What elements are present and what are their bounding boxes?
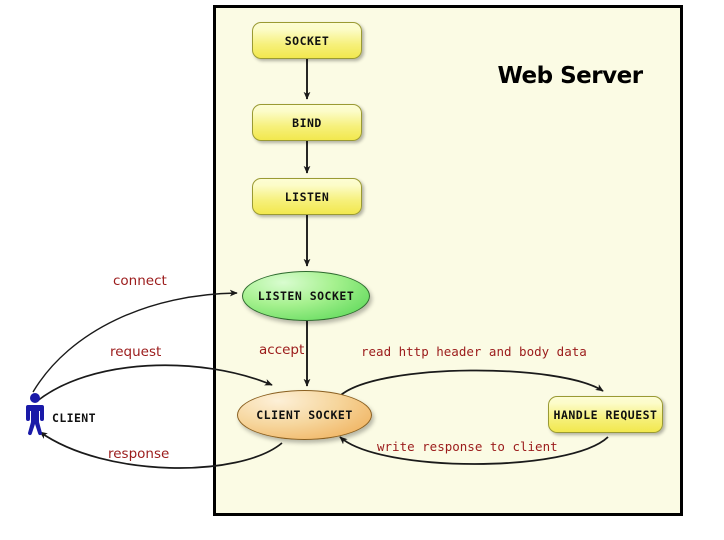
edge-label-request: request [110,344,162,360]
edge-label-write: write response to client [377,439,558,454]
node-socket[interactable]: SOCKET [252,22,362,59]
node-socket-label: SOCKET [284,33,330,48]
node-listen[interactable]: LISTEN [252,178,362,215]
edge-label-accept: accept [259,342,305,358]
client-label: CLIENT [52,411,96,425]
node-handle-request-label: HANDLE REQUEST [553,407,658,422]
node-listen-socket[interactable]: LISTEN SOCKET [242,271,370,321]
web-server-title: Web Server [497,63,643,89]
client-person-icon[interactable] [24,392,50,436]
edge-label-connect: connect [113,273,167,289]
node-client-socket-label: CLIENT SOCKET [256,408,353,422]
edge-label-read: read http header and body data [361,344,587,359]
node-listen-label: LISTEN [284,189,330,204]
node-bind-label: BIND [292,115,322,130]
edge-label-response: response [108,446,170,462]
node-bind[interactable]: BIND [252,104,362,141]
edge-connect [32,289,238,393]
node-listen-socket-label: LISTEN SOCKET [257,289,355,303]
node-handle-request[interactable]: HANDLE REQUEST [548,396,663,433]
node-client-socket[interactable]: CLIENT SOCKET [237,390,372,440]
